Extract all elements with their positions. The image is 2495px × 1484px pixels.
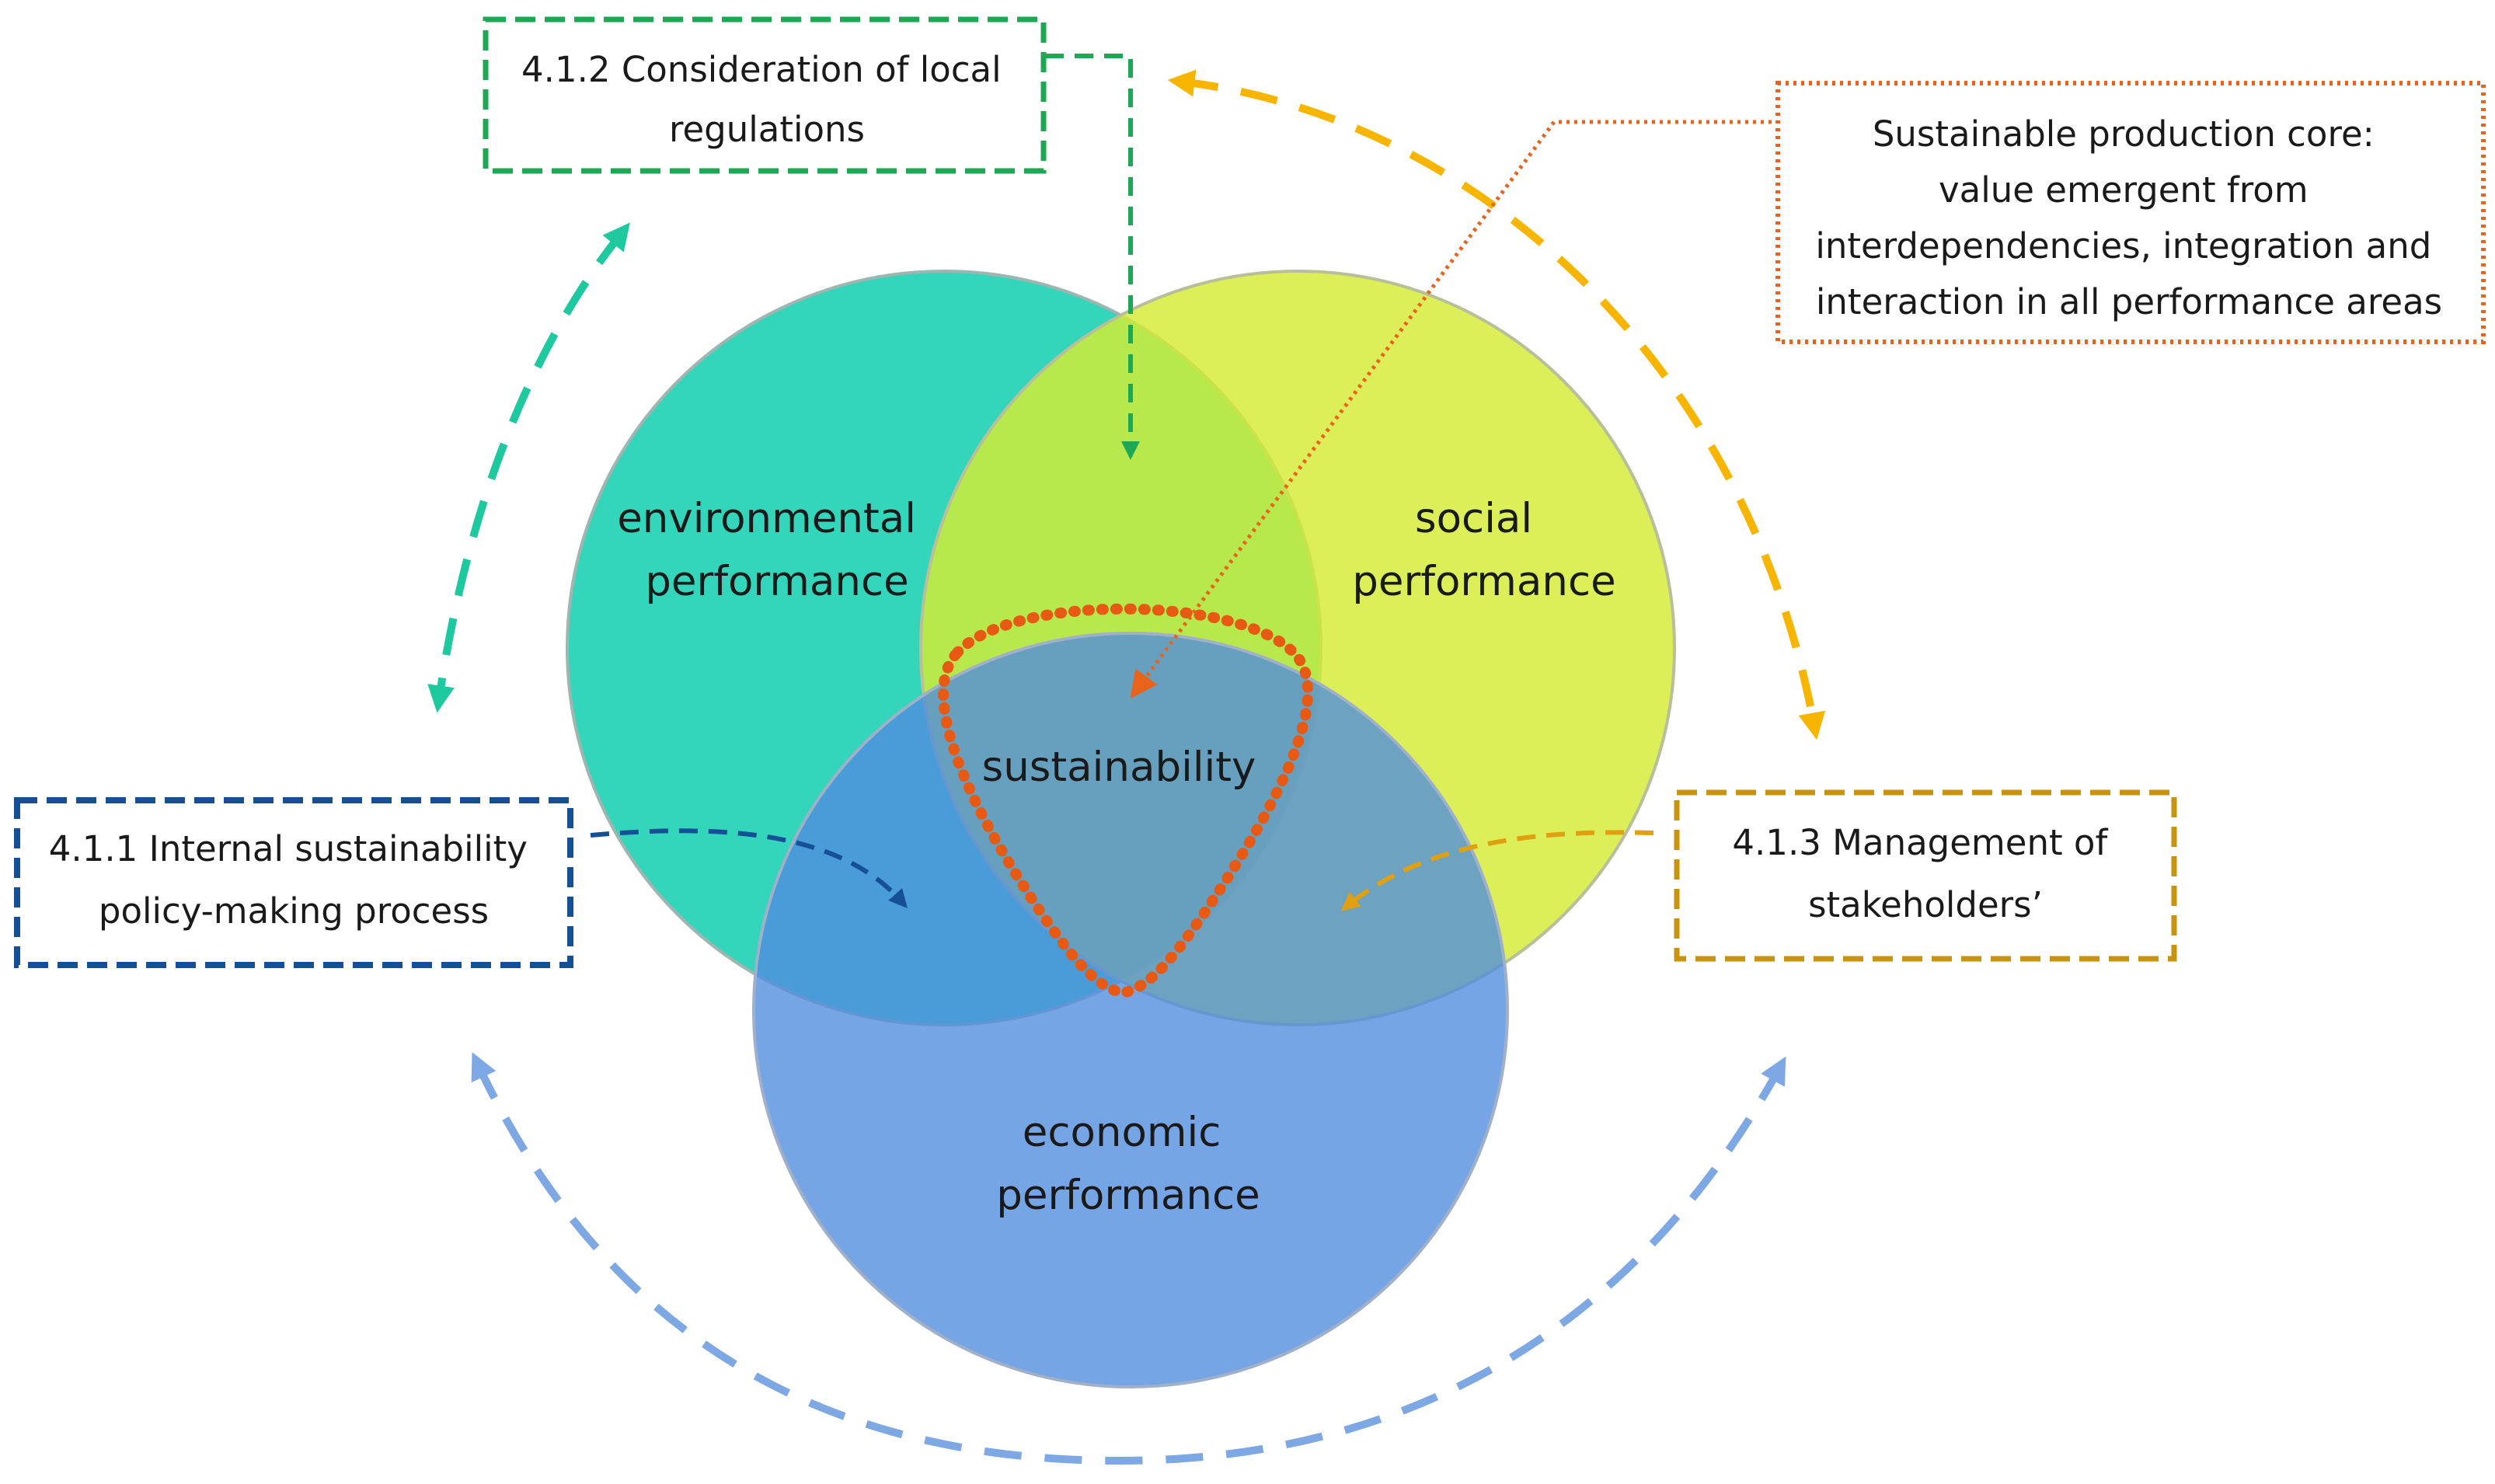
box-local-regulations-text: 4.1.2 Consideration of local regulations bbox=[521, 49, 1012, 150]
internal-policy-connector bbox=[590, 828, 908, 908]
box-local-regulations: 4.1.2 Consideration of local regulations bbox=[483, 16, 1047, 174]
box-production-core-text: Sustainable production core: value emerg… bbox=[1815, 113, 2442, 322]
box-stakeholders: 4.1.3 Management of stakeholders’ bbox=[1674, 789, 2177, 962]
cycle-arrow-right bbox=[1167, 69, 1826, 740]
cycle-arrow-bottom bbox=[471, 1052, 1786, 1465]
economic-label: economic performance bbox=[996, 1109, 1260, 1219]
stakeholders-connector bbox=[1340, 830, 1654, 911]
sustainability-label: sustainability bbox=[982, 744, 1256, 791]
cycle-arrow-left bbox=[427, 222, 630, 713]
box-stakeholders-text: 4.1.3 Management of stakeholders’ bbox=[1732, 822, 2118, 925]
environmental-label: environmental performance bbox=[617, 495, 929, 605]
production-core-connector bbox=[1130, 120, 1772, 699]
box-internal-policy-text: 4.1.1 Internal sustainability policy-mak… bbox=[49, 828, 538, 932]
venn-circles bbox=[566, 270, 1676, 1388]
box-production-core: Sustainable production core: value emerg… bbox=[1775, 81, 2486, 344]
economic-performance-circle bbox=[752, 632, 1509, 1388]
box-internal-policy: 4.1.1 Internal sustainability policy-mak… bbox=[14, 797, 573, 968]
